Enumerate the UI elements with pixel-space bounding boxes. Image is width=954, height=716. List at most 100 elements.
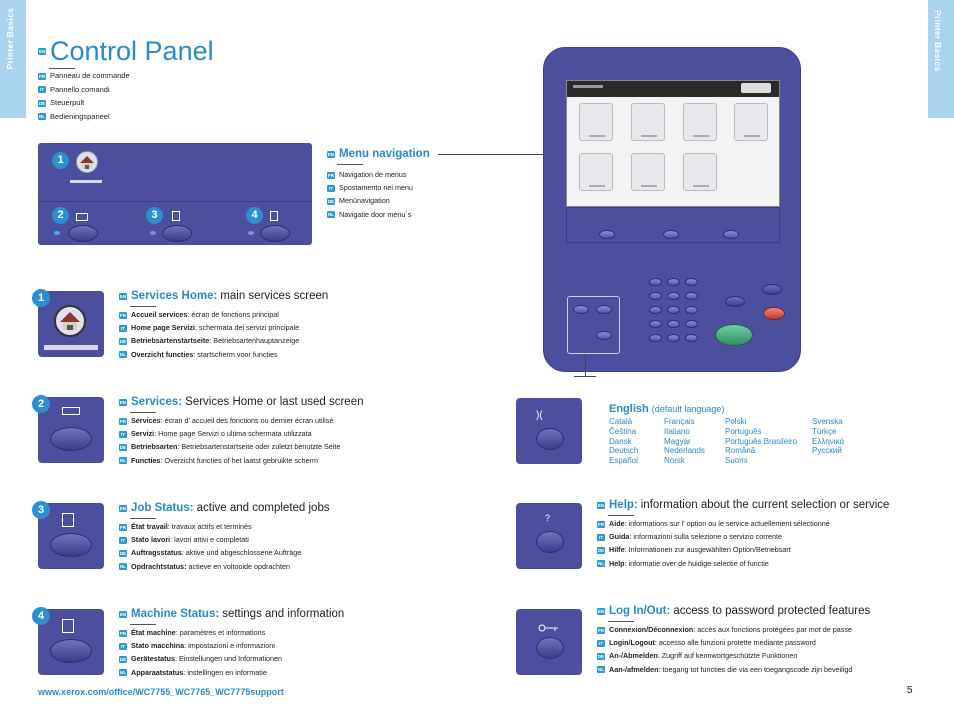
language-option[interactable]: Dansk xyxy=(609,436,632,446)
login-button[interactable] xyxy=(536,637,564,659)
language-option[interactable]: Русский xyxy=(812,446,842,456)
language-option[interactable]: Svenska xyxy=(812,417,843,426)
language-option[interactable]: Türkçe xyxy=(812,426,837,436)
app-internet-fax-icon[interactable] xyxy=(579,153,613,191)
lang-badge: FR xyxy=(119,311,127,319)
lang-badge: DE xyxy=(119,550,127,557)
item-text: : informazioni sulla selezione o servizi… xyxy=(629,532,782,542)
device-services-key[interactable] xyxy=(599,230,615,239)
language-option[interactable]: Deutsch xyxy=(609,446,639,456)
device-keypad-key[interactable] xyxy=(685,292,698,300)
device-keypad-key[interactable] xyxy=(667,320,680,328)
machine-status-button[interactable] xyxy=(50,639,92,663)
device-keypad-key[interactable] xyxy=(685,334,698,342)
device-left-keys-highlight xyxy=(567,296,620,354)
device-keypad-key[interactable] xyxy=(667,306,680,314)
device-keypad-key[interactable] xyxy=(685,278,698,286)
services-button[interactable] xyxy=(50,427,92,451)
item-term: An-/Abmelden xyxy=(609,651,658,661)
language-option[interactable]: Português xyxy=(725,426,762,436)
app-email-icon[interactable] xyxy=(631,103,665,141)
help-button[interactable] xyxy=(536,531,564,553)
keys-callout-line xyxy=(585,354,586,376)
app-folder-icon[interactable] xyxy=(683,153,717,191)
device-language-key[interactable] xyxy=(596,331,612,340)
language-option[interactable]: Português Brasileiro xyxy=(725,436,798,446)
device-keypad-key[interactable] xyxy=(667,278,680,286)
lang-badge: FR xyxy=(119,523,127,531)
language-option[interactable]: Català xyxy=(609,417,633,426)
job-status-button[interactable] xyxy=(162,225,192,242)
item-text: : impostazioni e informazioni xyxy=(184,641,275,651)
device-interrupt-button[interactable] xyxy=(725,296,745,307)
section-card-1: 1 xyxy=(32,289,104,357)
device-clear-all-button[interactable] xyxy=(762,284,782,295)
device-job-status-key[interactable] xyxy=(663,230,679,239)
lang-badge: NL xyxy=(119,563,127,571)
home-label-bar xyxy=(44,345,98,350)
job-status-button[interactable] xyxy=(50,533,92,557)
app-scan-icon[interactable] xyxy=(579,103,613,141)
language-button[interactable] xyxy=(536,428,564,450)
language-option[interactable]: Norsk xyxy=(664,456,685,466)
language-option[interactable]: Français xyxy=(664,417,695,426)
home-icon xyxy=(54,305,86,337)
device-start-button[interactable] xyxy=(715,324,753,346)
device-keypad-key[interactable] xyxy=(649,278,662,286)
lang-badge: EN xyxy=(119,504,127,512)
device-stop-button[interactable] xyxy=(763,307,785,320)
language-option[interactable]: Magyar xyxy=(664,436,691,446)
device-machine-status-key[interactable] xyxy=(723,230,739,239)
language-option[interactable]: Italiano xyxy=(664,426,690,436)
device-keypad-key[interactable] xyxy=(685,306,698,314)
machine-status-button[interactable] xyxy=(260,225,290,242)
app-id-copy-icon[interactable] xyxy=(631,153,665,191)
device-login-key[interactable] xyxy=(596,305,612,314)
touch-screen xyxy=(566,80,780,207)
device-help-key[interactable] xyxy=(573,305,589,314)
language-option[interactable]: Español xyxy=(609,456,638,466)
machine-status-icon xyxy=(62,619,74,633)
services-button[interactable] xyxy=(68,225,98,242)
device-keypad-key[interactable] xyxy=(685,320,698,328)
language-option[interactable]: Čeština xyxy=(609,426,637,436)
device-keypad-key[interactable] xyxy=(667,334,680,342)
login-desc: access to password protected features xyxy=(673,605,871,617)
section-title: Job Status: xyxy=(131,502,194,514)
language-option[interactable]: Nederlands xyxy=(664,446,705,456)
device-keypad-key[interactable] xyxy=(649,320,662,328)
device-keypad-key[interactable] xyxy=(649,334,662,342)
language-option[interactable]: Polski xyxy=(725,417,747,426)
section-rule xyxy=(130,306,156,307)
app-copy-icon[interactable] xyxy=(683,103,717,141)
footer-url[interactable]: www.xerox.com/office/WC7755_WC7765_WC777… xyxy=(38,687,284,697)
device-keypad-key[interactable] xyxy=(649,292,662,300)
device-keypad-key[interactable] xyxy=(667,292,680,300)
device-keypad-key[interactable] xyxy=(649,306,662,314)
item-text: actieve en voltooide opdrachten xyxy=(186,561,291,571)
item-term: Overzicht functies xyxy=(131,349,194,359)
item-term: Login/Logout xyxy=(609,638,655,648)
language-option[interactable]: Ελληνικά xyxy=(812,436,845,446)
home-icon[interactable] xyxy=(76,151,98,173)
lang-badge: DE xyxy=(327,198,335,205)
item-term: Stato lavori xyxy=(131,535,171,545)
item-term: Betriebsarten xyxy=(131,442,178,452)
app-fax-icon[interactable] xyxy=(734,103,768,141)
lang-badge: EN xyxy=(38,47,46,55)
lang-badge: IT xyxy=(327,184,335,192)
language-option[interactable]: Română xyxy=(725,446,756,456)
section-card-2: 2 xyxy=(32,395,104,463)
language-option[interactable]: Suomi xyxy=(725,456,748,466)
lang-badge: NL xyxy=(38,113,46,121)
language-card: )( xyxy=(516,398,582,464)
